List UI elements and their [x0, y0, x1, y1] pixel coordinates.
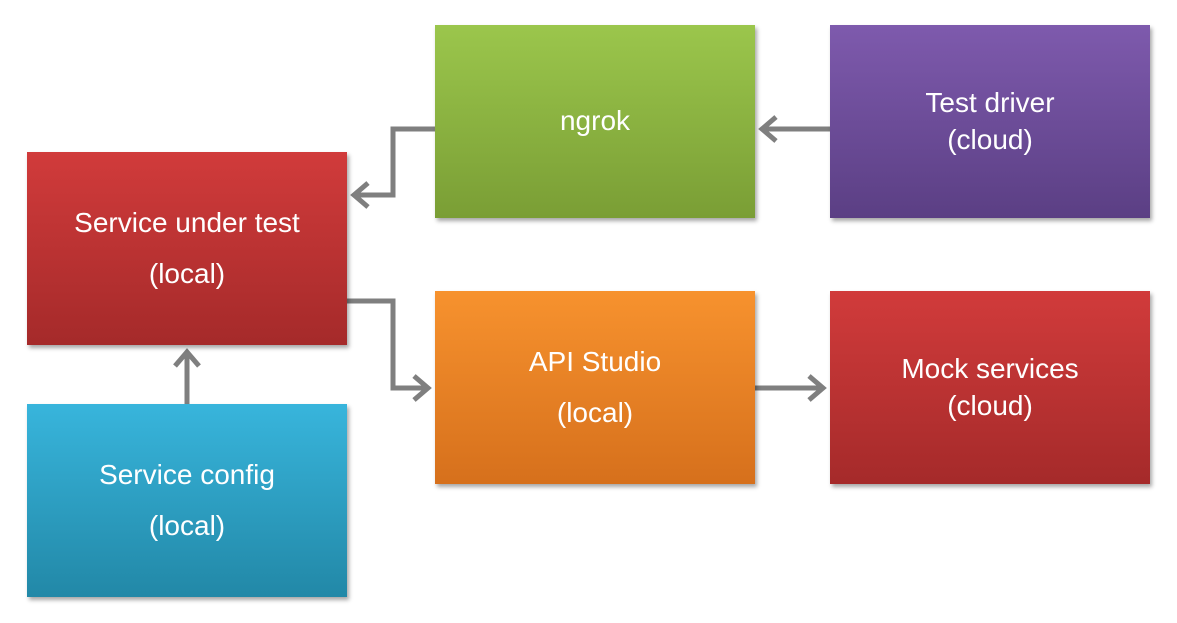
- node-sublabel: (local): [556, 396, 634, 428]
- arrowhead-icon: [412, 374, 432, 402]
- node-test-driver: Test driver (cloud): [830, 25, 1150, 218]
- edge-ngrok-to-service-under-test: [350, 126, 435, 209]
- edge-service-config-to-service-under-test: [173, 348, 201, 404]
- node-label: Test driver: [925, 87, 1055, 119]
- node-service-config: Service config (local): [27, 404, 347, 597]
- arrowhead-icon: [807, 374, 827, 402]
- edge-service-under-test-to-api-studio: [347, 298, 432, 402]
- node-label: API Studio: [528, 346, 662, 378]
- node-sublabel: (cloud): [947, 123, 1033, 155]
- node-label: Service under test: [74, 207, 300, 239]
- node-label: Mock services: [901, 353, 1079, 385]
- node-sublabel: (cloud): [947, 389, 1033, 421]
- node-sublabel: (local): [148, 509, 226, 541]
- arrowhead-icon: [350, 181, 370, 209]
- node-api-studio: API Studio (local): [435, 291, 755, 484]
- node-sublabel: (local): [148, 257, 226, 289]
- edge-test-driver-to-ngrok: [758, 115, 830, 143]
- connector-line: [347, 298, 426, 391]
- arrowhead-icon: [173, 348, 201, 368]
- node-label: Service config: [99, 459, 275, 491]
- connector-line: [356, 126, 435, 198]
- node-label: ngrok: [559, 105, 631, 137]
- node-mock-services: Mock services (cloud): [830, 291, 1150, 484]
- node-service-under-test: Service under test (local): [27, 152, 347, 345]
- node-ngrok: ngrok: [435, 25, 755, 218]
- arrowhead-icon: [758, 115, 778, 143]
- edge-api-studio-to-mock-services: [755, 374, 827, 402]
